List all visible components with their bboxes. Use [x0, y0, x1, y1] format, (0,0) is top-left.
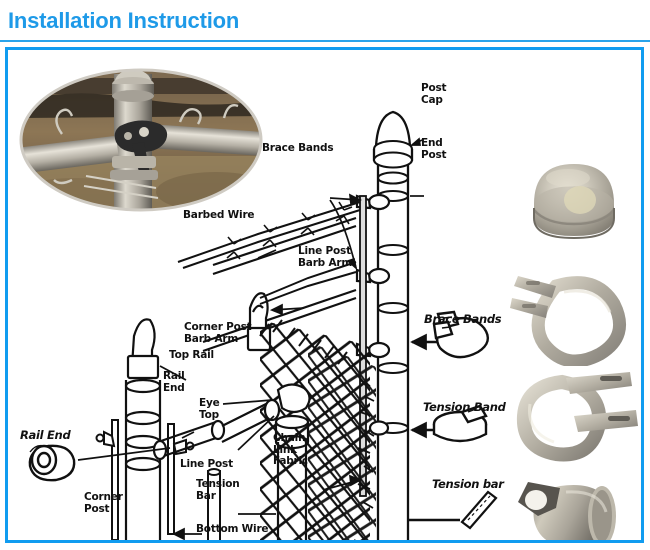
diagram-label-line-post-barb-arm: Line Post Barb Arm [298, 245, 353, 269]
diagram-label-line-post: Line Post [180, 458, 233, 470]
post-cap-photo [533, 164, 615, 240]
diagram-label-corner-post-barb-arm: Corner Post Barb Arm [184, 321, 252, 345]
brace-band-photo [510, 276, 627, 366]
diagram-label-end-post: End Post [421, 137, 447, 161]
page-title: Installation Instruction [8, 8, 240, 33]
rail-end-photo [518, 482, 616, 540]
diagram-label-brace-bands: Brace Bands [262, 142, 334, 154]
diagram-callout-brace-bands-callout: Brace Bands [424, 312, 502, 326]
diagram-label-top-rail: Top Rail [169, 349, 214, 361]
diagram-callout-tension-bar-callout: Tension bar [432, 477, 504, 491]
diagram-callout-tension-band-callout: Tension Band [423, 400, 506, 414]
fence-fitting-inset-photo [19, 68, 263, 212]
diagram-label-bottom-wire: Bottom Wire [196, 523, 269, 535]
diagram-label-corner-post: Corner Post [84, 491, 123, 515]
diagram-label-post-cap: Post Cap [421, 82, 447, 106]
title-underline-rule [0, 40, 650, 42]
diagram-label-tension-bar-inline: Tension Bar [196, 478, 240, 502]
fence-line-drawing [28, 110, 498, 540]
diagram-label-chain-link-fabric: Chain Link Fabric [273, 432, 308, 467]
diagram-label-rail-end-inline: Rail End [163, 370, 185, 394]
diagram-label-eye-top: Eye Top [199, 397, 220, 421]
diagram-callout-rail-end-callout: Rail End [20, 428, 71, 442]
tension-band-photo [516, 372, 638, 462]
page-header: Installation Instruction [0, 0, 650, 48]
diagram-label-barbed-wire: Barbed Wire [183, 209, 255, 221]
